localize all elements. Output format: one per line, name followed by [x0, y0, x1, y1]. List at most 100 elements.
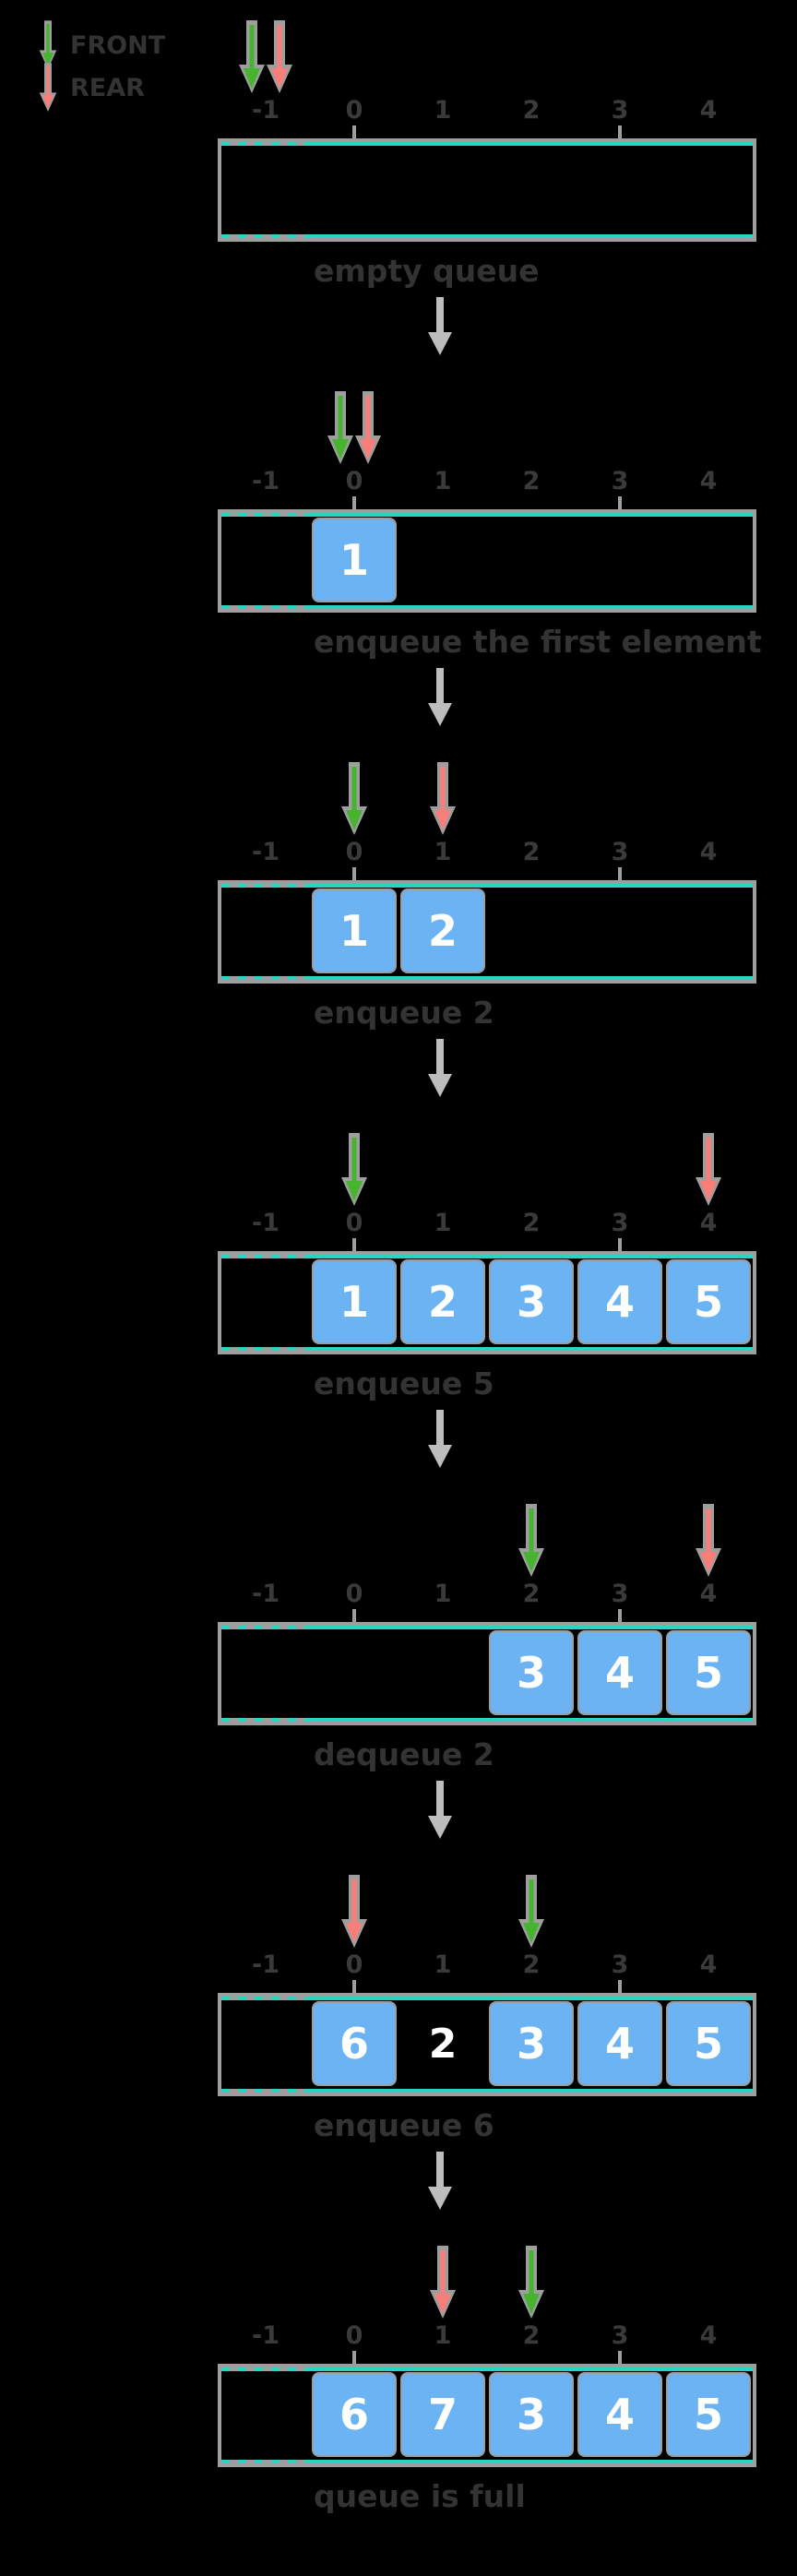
index-label: 2 [522, 1580, 541, 1608]
index-label: -1 [252, 1950, 280, 1979]
index-label: 3 [611, 2321, 629, 2350]
front-pointer-arrow [517, 1875, 545, 1949]
front-arrow-icon: "> [39, 20, 57, 70]
array-bottom-border [221, 2089, 753, 2096]
array-box [218, 138, 756, 242]
array-box: 1 [218, 509, 756, 613]
rear-pointer-arrow [354, 391, 382, 465]
tick-mark [352, 2351, 356, 2364]
front-pointer-arrow [340, 762, 368, 836]
array-cell: 3 [489, 2001, 574, 2086]
index-label: -1 [252, 1580, 280, 1608]
step-connector-arrow [425, 1410, 455, 1469]
index-label: 3 [611, 1209, 629, 1237]
index-label: 0 [345, 1580, 363, 1608]
legend-front-row: "> FRONT [39, 20, 166, 69]
index-label: 3 [611, 1580, 629, 1608]
tick-mark [352, 1609, 356, 1622]
index-label: 1 [434, 838, 452, 866]
tick-mark [618, 496, 622, 509]
index-label: -1 [252, 96, 280, 125]
array-cell: 6 [312, 2372, 397, 2457]
tick-mark [352, 1980, 356, 1993]
array-cell: 5 [666, 1259, 751, 1344]
removed-element-ghost: 2 [428, 2020, 458, 2068]
array-top-border [221, 880, 753, 888]
index-label: 3 [611, 467, 629, 495]
array-cell: 3 [489, 2372, 574, 2457]
index-label: 4 [699, 467, 718, 495]
array-cell: 5 [666, 1630, 751, 1715]
step-connector-arrow [425, 668, 455, 727]
array-cell: 2 [400, 1259, 485, 1344]
array-cell: 3 [489, 1259, 574, 1344]
array-cells: 1 [221, 517, 753, 605]
rear-pointer-arrow [429, 762, 457, 836]
array-top-border [221, 1622, 753, 1629]
step-connector-arrow [425, 1781, 455, 1840]
index-label: 4 [699, 1580, 718, 1608]
array-cells [221, 146, 753, 234]
frame-caption: enqueue 6 [314, 2107, 494, 2143]
array-cell: 5 [666, 2001, 751, 2086]
index-label: 0 [345, 96, 363, 125]
array-cell: 6 [312, 2001, 397, 2086]
rear-pointer-arrow [429, 2246, 457, 2320]
rear-pointer-arrow [266, 20, 293, 94]
index-label: 0 [345, 2321, 363, 2350]
tick-mark [618, 2351, 622, 2364]
index-label: 4 [699, 1950, 718, 1979]
front-pointer-arrow [517, 1504, 545, 1578]
tick-mark [352, 1238, 356, 1251]
tick-mark [618, 125, 622, 138]
array-top-border [221, 1251, 753, 1258]
array-top-border [221, 2364, 753, 2371]
index-label: 2 [522, 96, 541, 125]
index-label: 1 [434, 467, 452, 495]
frame-caption: enqueue 2 [314, 995, 494, 1031]
array-cell: 1 [312, 518, 397, 602]
tick-mark [352, 496, 356, 509]
index-label: 3 [611, 1950, 629, 1979]
front-pointer-arrow [327, 391, 354, 465]
rear-pointer-arrow [695, 1133, 722, 1207]
index-label: 0 [345, 1209, 363, 1237]
frame-caption: enqueue 5 [314, 1366, 494, 1401]
rear-pointer-arrow [695, 1504, 722, 1578]
index-label: 1 [434, 1950, 452, 1979]
array-cell: 4 [577, 2001, 662, 2086]
tick-mark [618, 1980, 622, 1993]
tick-mark [618, 1238, 622, 1251]
index-label: 3 [611, 96, 629, 125]
array-bottom-border [221, 234, 753, 242]
array-cell: 4 [577, 2372, 662, 2457]
index-label: 0 [345, 838, 363, 866]
index-label: 2 [522, 1209, 541, 1237]
index-label: 1 [434, 1209, 452, 1237]
index-label: 2 [522, 1950, 541, 1979]
legend-rear-row: "> REAR [39, 63, 165, 112]
legend-front-label: FRONT [70, 30, 166, 60]
legend: "> FRONT "> REAR [39, 20, 166, 112]
array-cell: 1 [312, 1259, 397, 1344]
frame-caption: dequeue 2 [314, 1736, 494, 1772]
index-label: -1 [252, 838, 280, 866]
index-label: 4 [699, 1209, 718, 1237]
array-bottom-border [221, 605, 753, 613]
array-bottom-border [221, 976, 753, 984]
tick-mark [618, 867, 622, 880]
rear-pointer-arrow [340, 1875, 368, 1949]
array-bottom-border [221, 1347, 753, 1354]
array-top-border [221, 1993, 753, 2000]
